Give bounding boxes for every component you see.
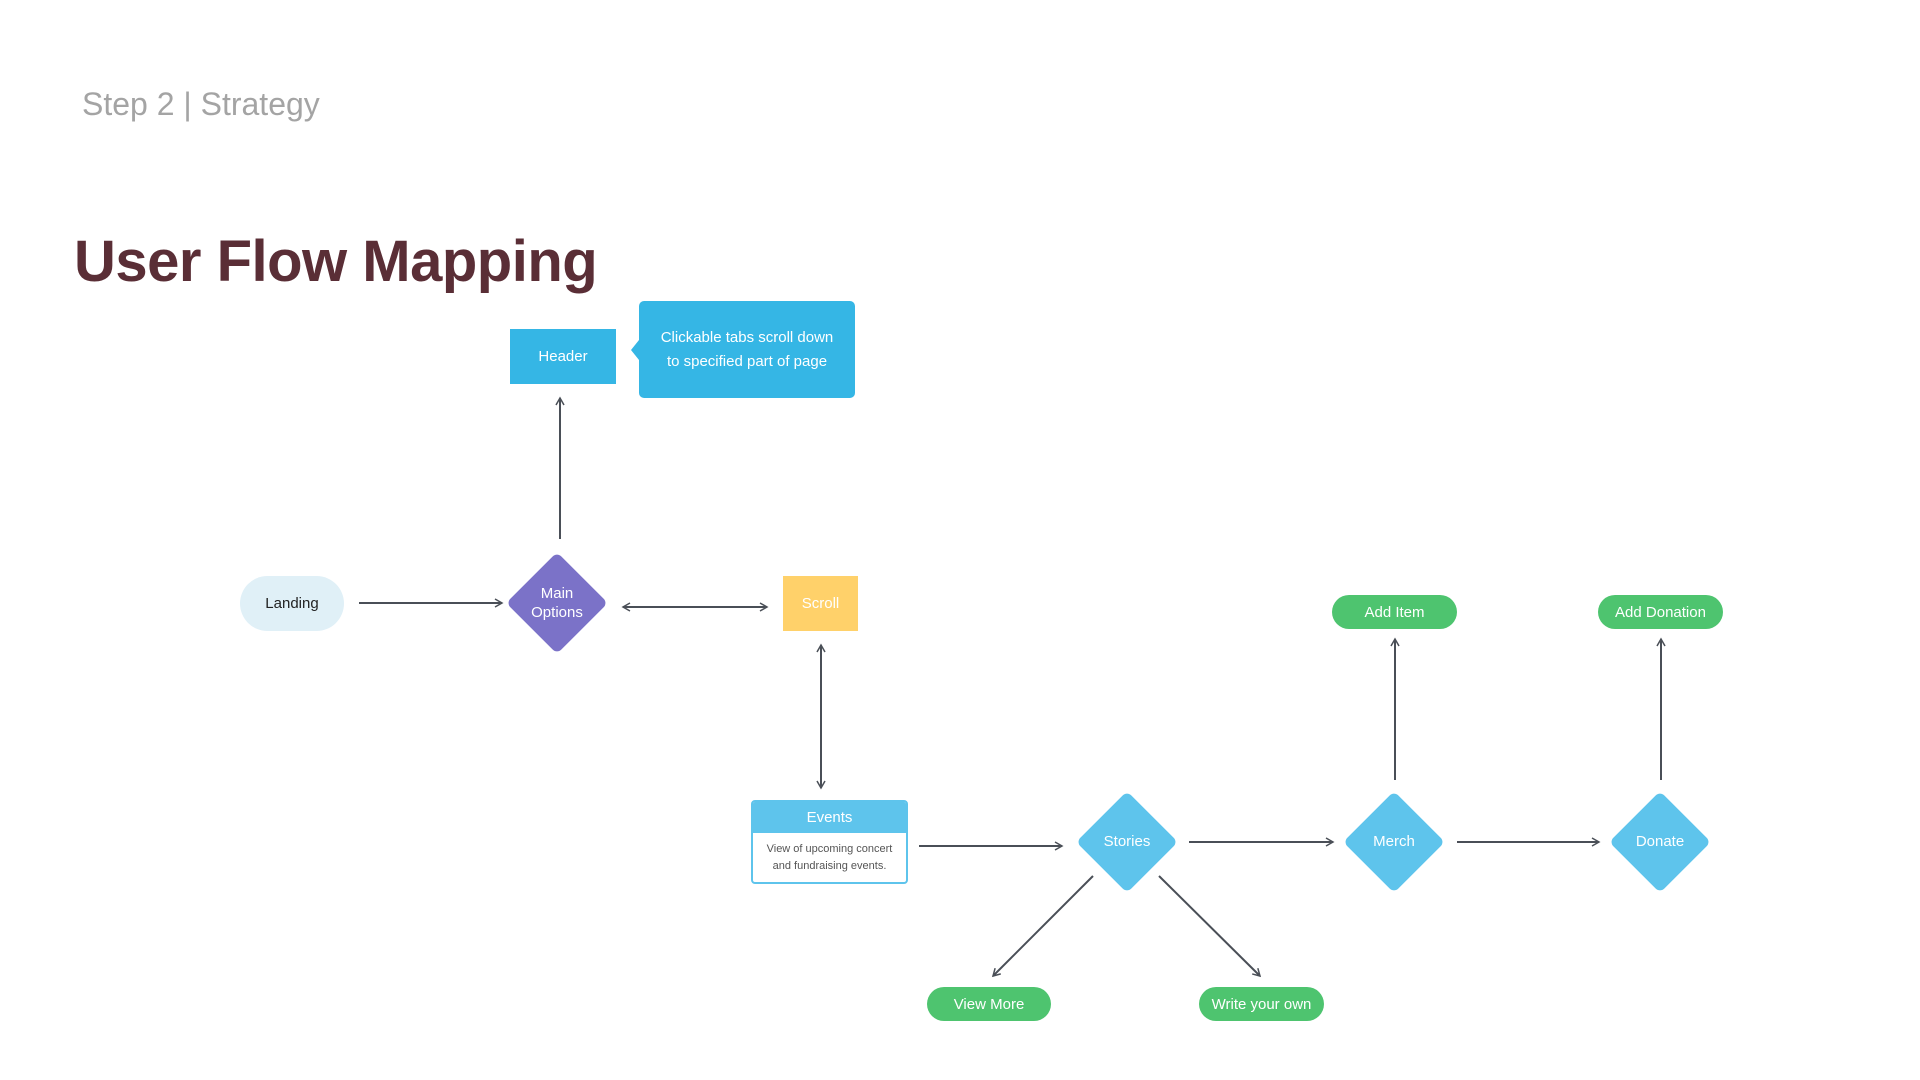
main-options-label: Main Options <box>507 553 607 653</box>
callout-pointer <box>631 340 639 360</box>
step-label: Step 2 | Strategy <box>82 86 320 122</box>
events-desc-text: View of upcoming concert and fundraising… <box>766 843 893 872</box>
landing-label: Landing <box>265 595 319 612</box>
donate-label: Donate <box>1635 833 1685 851</box>
merch-label: Merch <box>1373 833 1415 851</box>
write-your-own-label: Write your own <box>1211 995 1312 1013</box>
add-item-label: Add Item <box>1364 603 1425 621</box>
callout-text: Clickable tabs scroll down to specified … <box>660 328 834 370</box>
events-description: View of upcoming concert and fundraising… <box>753 833 906 882</box>
scroll-node: Scroll <box>783 576 858 631</box>
scroll-label: Scroll <box>801 595 840 612</box>
view-more-label: View More <box>953 995 1025 1013</box>
header-node-label: Header <box>538 348 588 365</box>
page-title: User Flow Mapping <box>74 229 598 294</box>
arrow-stories-to-write <box>1158 875 1262 978</box>
events-node: Events View of upcoming concert and fund… <box>751 800 908 884</box>
events-title: Events <box>806 809 853 826</box>
add-donation-node: Add Donation <box>1598 595 1723 629</box>
add-donation-label: Add Donation <box>1615 603 1706 621</box>
main-options-text: Main Options <box>531 584 583 622</box>
landing-node: Landing <box>240 576 344 631</box>
arrow-stories-to-view-more <box>991 875 1094 978</box>
add-item-node: Add Item <box>1332 595 1457 629</box>
callout-note: Clickable tabs scroll down to specified … <box>639 301 855 398</box>
header-node: Header <box>510 329 616 384</box>
write-your-own-node: Write your own <box>1199 987 1324 1021</box>
view-more-node: View More <box>927 987 1051 1021</box>
stories-label: Stories <box>1103 833 1151 851</box>
events-header: Events <box>753 802 906 833</box>
